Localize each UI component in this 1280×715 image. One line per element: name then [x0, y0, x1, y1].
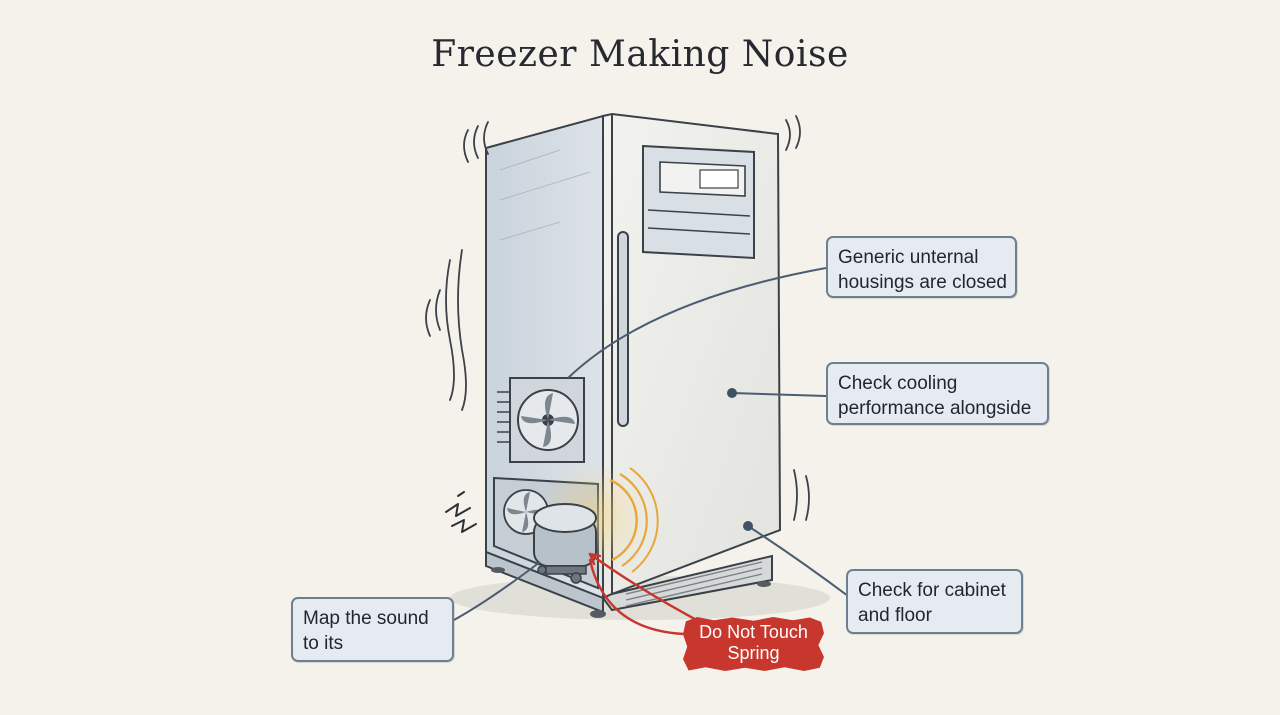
- callout-housings-closed: Generic unternal housings are closed: [826, 236, 1017, 298]
- callout-map-line2: to its: [303, 633, 344, 654]
- callout-cooling-performance: Check cooling performance alongside: [826, 362, 1049, 425]
- warning-line2: Spring: [727, 643, 780, 663]
- leader-cabinet: [747, 525, 849, 597]
- warning-label: Do Not Touch Spring: [683, 617, 824, 671]
- page-title: Freezer Making Noise: [431, 34, 849, 75]
- callout-housings-line2: housings are closed: [838, 272, 1007, 293]
- callout-housings-line1: Generic unternal: [838, 247, 979, 268]
- pointer-dot-cabinet: [743, 521, 753, 531]
- leader-map: [453, 561, 541, 621]
- callout-map-sound: Map the sound to its: [291, 597, 454, 662]
- door-handle: [617, 231, 629, 427]
- callout-cabinet-line1: Check for cabinet: [858, 580, 1006, 601]
- leader-cooling: [731, 392, 827, 397]
- callout-cabinet-line2: and floor: [858, 605, 932, 626]
- callout-cooling-line2: performance alongside: [838, 398, 1032, 419]
- leader-housings: [567, 267, 827, 379]
- pointer-dot-cooling: [727, 388, 737, 398]
- callout-map-line1: Map the sound: [303, 608, 429, 629]
- warning-line1: Do Not Touch: [699, 622, 808, 642]
- spark-icon: [445, 491, 477, 533]
- vibration-lines-icon: [425, 115, 810, 521]
- compressor-icon: [533, 503, 597, 584]
- callout-cabinet-floor: Check for cabinet and floor: [846, 569, 1023, 634]
- fan-icon: [497, 377, 585, 463]
- warning-arrow: [588, 552, 706, 636]
- callout-cooling-line1: Check cooling: [838, 373, 958, 394]
